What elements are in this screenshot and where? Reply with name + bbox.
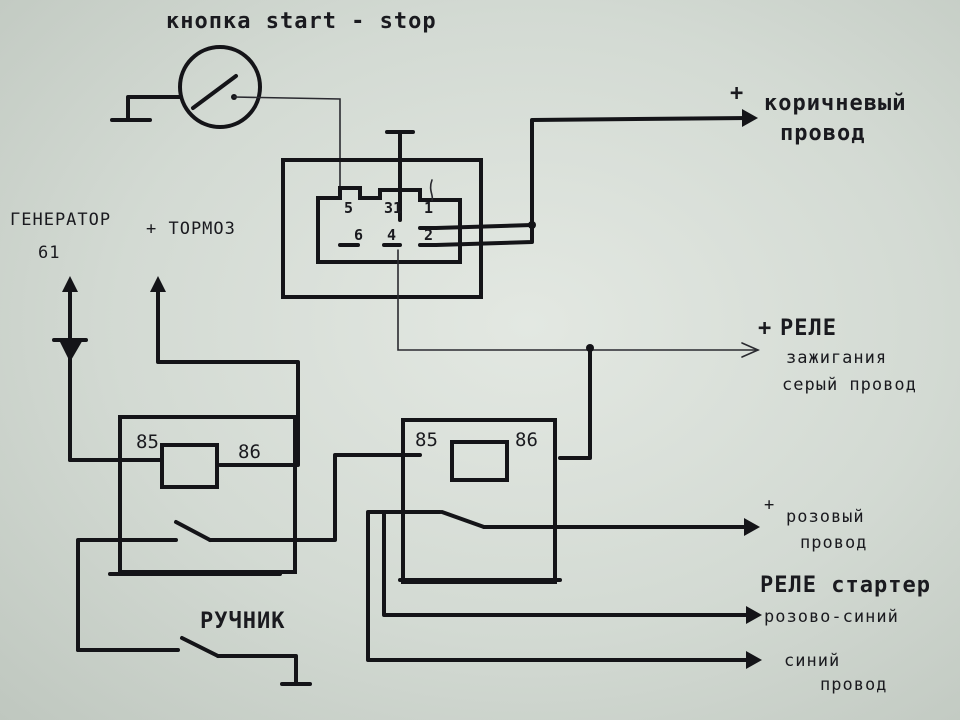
- brown-plus: +: [730, 81, 744, 106]
- brown-label-2: провод: [780, 121, 865, 146]
- button-to-pin5-wire: [233, 96, 341, 199]
- relay-left: 85 86: [108, 415, 297, 576]
- brown-wire-junction: [528, 221, 536, 229]
- blue-label-1: синий: [784, 651, 840, 671]
- blue-label-2: провод: [820, 675, 887, 695]
- pin-2-label: 2: [424, 226, 433, 244]
- relay-interconnect: [208, 453, 422, 542]
- brake-label: + ТОРМОЗ: [146, 219, 236, 239]
- generator-61-label: 61: [38, 243, 60, 263]
- pin1-out-wire: [434, 223, 534, 230]
- relay-right-86: 86: [515, 429, 538, 451]
- diagram-title: кнопка start - stop: [166, 9, 437, 34]
- pink-blue-wire: [382, 510, 752, 617]
- ignition-plus: +: [758, 316, 772, 341]
- pink-label-2: провод: [800, 533, 867, 553]
- generator-arrow: [62, 276, 78, 292]
- brake-arrow: [150, 276, 166, 292]
- relay-right-coil: [450, 440, 509, 482]
- pin-31-label: 31: [384, 199, 402, 217]
- brown-wire: [434, 116, 752, 247]
- pink-label-1: розовый: [786, 507, 865, 527]
- ignition-wire: [397, 249, 759, 351]
- pin-1-label: 1: [424, 199, 433, 217]
- brake-wire: [156, 288, 300, 467]
- relay-left-86: 86: [238, 441, 261, 463]
- pin-5-label: 5: [344, 199, 353, 217]
- pin1-mark: [429, 179, 434, 201]
- generator-label: ГЕНЕРАТОР: [10, 210, 111, 230]
- blue-wire: [366, 510, 752, 662]
- handbrake-wire-left: [76, 538, 178, 652]
- brown-wire-arrow: [742, 109, 758, 127]
- pink-wire-arrow: [744, 518, 760, 536]
- button-contact: [191, 74, 238, 110]
- relay-left-switch: [174, 520, 212, 542]
- handbrake-ground-wire: [216, 654, 298, 686]
- ignition-to-relay2-86: [558, 346, 592, 460]
- connector-block: 5 31 1 6 4 2: [281, 130, 483, 299]
- handbrake-switch: [180, 636, 220, 658]
- brown-label-1: коричневый: [764, 91, 906, 116]
- button-ground-wire: [126, 95, 182, 120]
- handbrake-label: РУЧНИК: [200, 609, 285, 634]
- relay-right: 85 86: [401, 418, 557, 584]
- pink-plus: +: [764, 495, 775, 515]
- ignition-arrow: [741, 342, 760, 358]
- connector-inner: [316, 186, 462, 264]
- pink-blue-wire-arrow: [746, 606, 762, 624]
- button-circle: [178, 45, 262, 129]
- relay-left-coil: [160, 443, 219, 489]
- ignition-label-1: РЕЛЕ: [780, 316, 837, 341]
- starter-label-1: РЕЛЕ стартер: [760, 573, 931, 598]
- ignition-label-2: зажигания: [786, 348, 887, 368]
- ignition-label-3: серый провод: [782, 375, 917, 395]
- start-stop-button-symbol: [110, 45, 341, 199]
- pin-6-label: 6: [354, 226, 363, 244]
- relay-right-85: 85: [415, 429, 438, 451]
- pin-4-label: 4: [387, 226, 396, 244]
- relay-left-85: 85: [136, 431, 159, 453]
- blue-wire-arrow: [746, 651, 762, 669]
- relay-right-switch: [440, 510, 486, 529]
- starter-label-2: розово-синий: [764, 607, 899, 627]
- diode-triangle: [58, 338, 84, 362]
